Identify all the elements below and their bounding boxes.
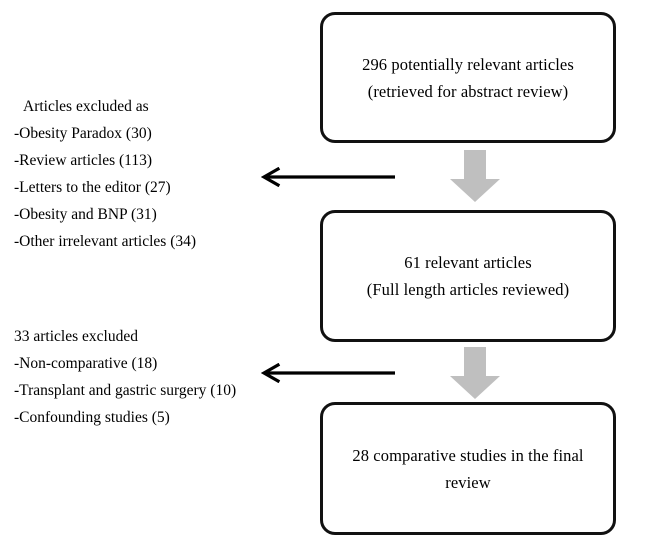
exclusion-item: -Review articles (113) <box>14 152 153 169</box>
box-line: 61 relevant articles <box>404 253 532 272</box>
exclusion-heading: 33 articles excluded <box>14 328 138 345</box>
box-line: (Full length articles reviewed) <box>366 280 570 299</box>
exclusion-item: -Other irrelevant articles (34) <box>14 233 197 250</box>
exclusion-list-first: Articles excluded as -Obesity Paradox (3… <box>14 93 264 255</box>
flow-box-identification: 296 potentially relevant articles (retri… <box>320 12 616 143</box>
box-line: 296 potentially relevant articles <box>362 54 574 74</box>
exclusion-item: -Obesity Paradox (30) <box>14 125 152 142</box>
exclusion-item: -Transplant and gastric surgery (10) <box>14 382 237 399</box>
exclusion-item: -Obesity and BNP (31) <box>14 206 157 223</box>
exclusion-item: -Non-comparative (18) <box>14 355 158 372</box>
exclusion-arrow-left-icon <box>261 167 397 187</box>
flow-box-screening: 61 relevant articles (Full length articl… <box>320 210 616 342</box>
exclusion-heading: Articles excluded as <box>23 98 149 115</box>
down-arrow-icon <box>449 347 501 400</box>
exclusion-item: -Letters to the editor (27) <box>14 179 171 196</box>
exclusion-arrow-left-icon <box>261 363 397 383</box>
exclusion-list-second: 33 articles excluded -Non-comparative (1… <box>14 323 264 431</box>
down-arrow-icon <box>449 150 501 203</box>
box-line: (retrieved for abstract review) <box>367 81 569 101</box>
box-line: 28 comparative studies in the final revi… <box>352 445 584 492</box>
flow-box-included: 28 comparative studies in the final revi… <box>320 402 616 535</box>
exclusion-item: -Confounding studies (5) <box>14 409 170 426</box>
